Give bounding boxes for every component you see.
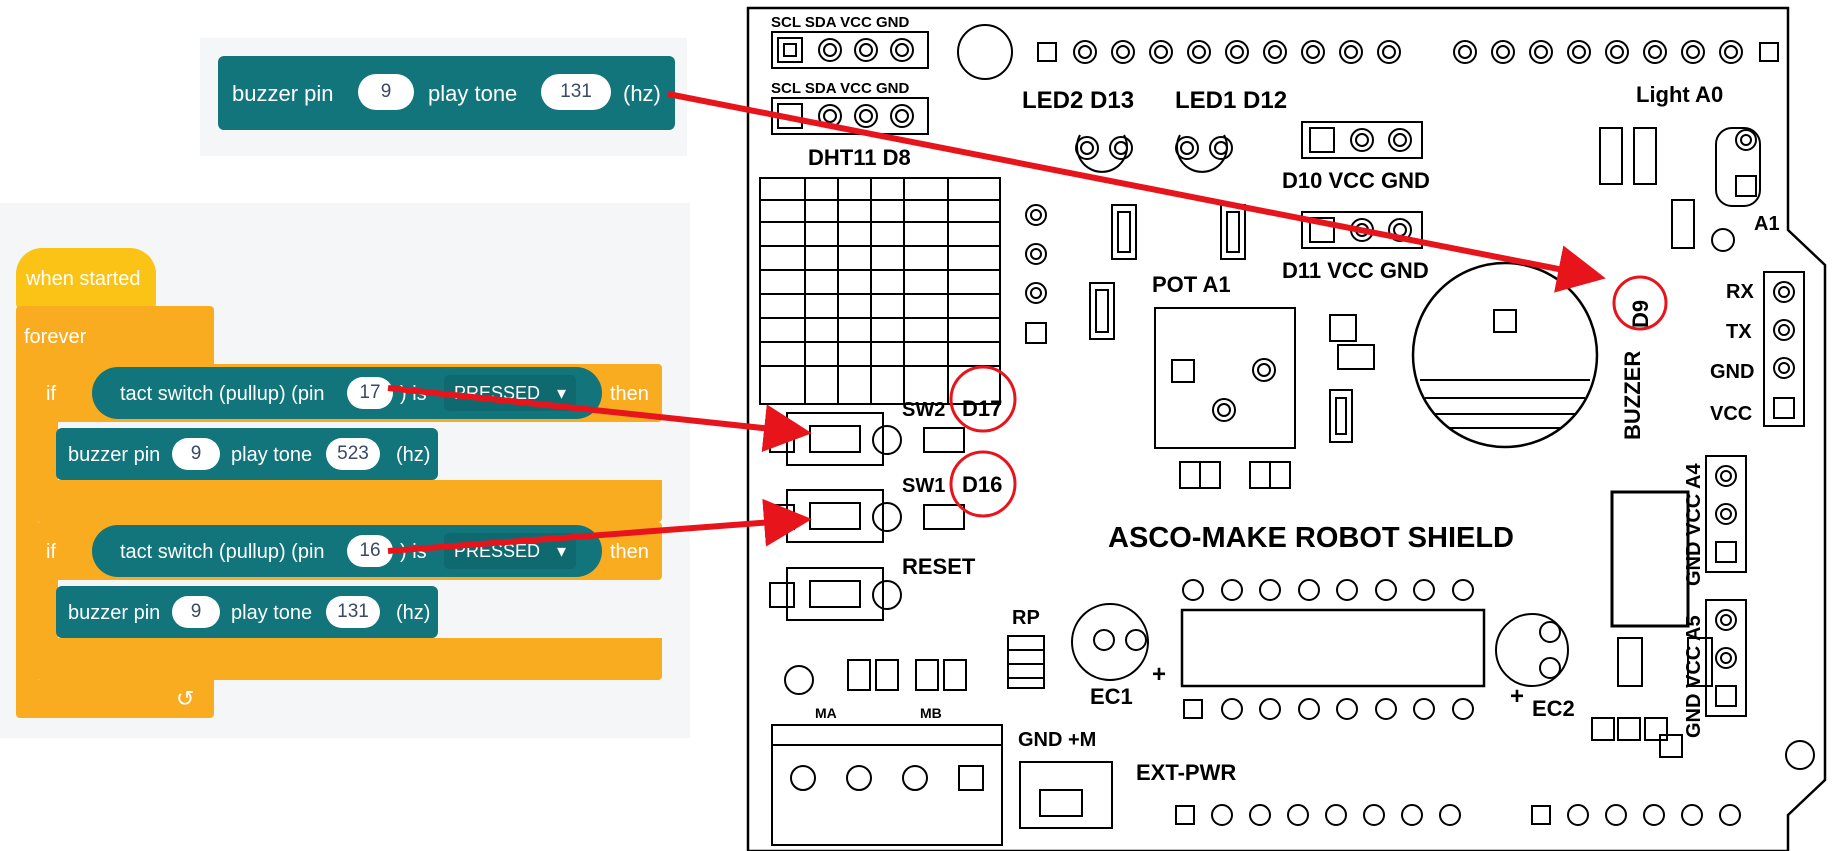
light-label: Light A0 [1636,82,1723,107]
sw2-label: SW2 [902,399,945,421]
d10-label: D10 VCC GND [1282,168,1430,193]
reset-label: RESET [902,554,976,579]
board-title: ASCO-MAKE ROBOT SHIELD [1108,522,1514,554]
gnd-m-label: GND +M [1018,729,1096,751]
header1-label: SCL SDA VCC GND [771,14,910,31]
tx-label: TX [1726,321,1752,343]
buzzer-label: BUZZER [1620,351,1645,440]
d11-label: D11 VCC GND [1282,258,1429,283]
sw1-label: SW1 [902,475,945,497]
a4-label: GND VCC A4 [1683,463,1705,586]
ma-label: MA [815,705,837,721]
rp-label: RP [1012,607,1040,629]
plus-ec2: + [1510,683,1524,710]
header2-label: SCL SDA VCC GND [771,80,910,97]
d16-label: D16 [962,472,1002,497]
ec2-label: EC2 [1532,696,1575,721]
a5-label: GND VCC A5 [1683,615,1705,738]
arrow-pin16-to-sw1 [388,520,800,551]
d17-label: D17 [962,396,1002,421]
gnd-label: GND [1710,361,1754,383]
rx-label: RX [1726,281,1754,303]
vcc-label: VCC [1710,403,1752,425]
arrow-pin17-to-sw2 [388,388,800,432]
pot-label: POT A1 [1152,272,1231,297]
led2-label: LED2 D13 [1022,87,1134,114]
ec1-label: EC1 [1090,684,1133,709]
led1-label: LED1 D12 [1175,87,1287,114]
d9-label: D9 [1628,300,1653,328]
dht11-label: DHT11 D8 [808,145,911,170]
ext-pwr-label: EXT-PWR [1136,760,1236,785]
mb-label: MB [920,705,942,721]
a1-label: A1 [1754,213,1780,235]
plus-ec1: + [1152,661,1166,688]
